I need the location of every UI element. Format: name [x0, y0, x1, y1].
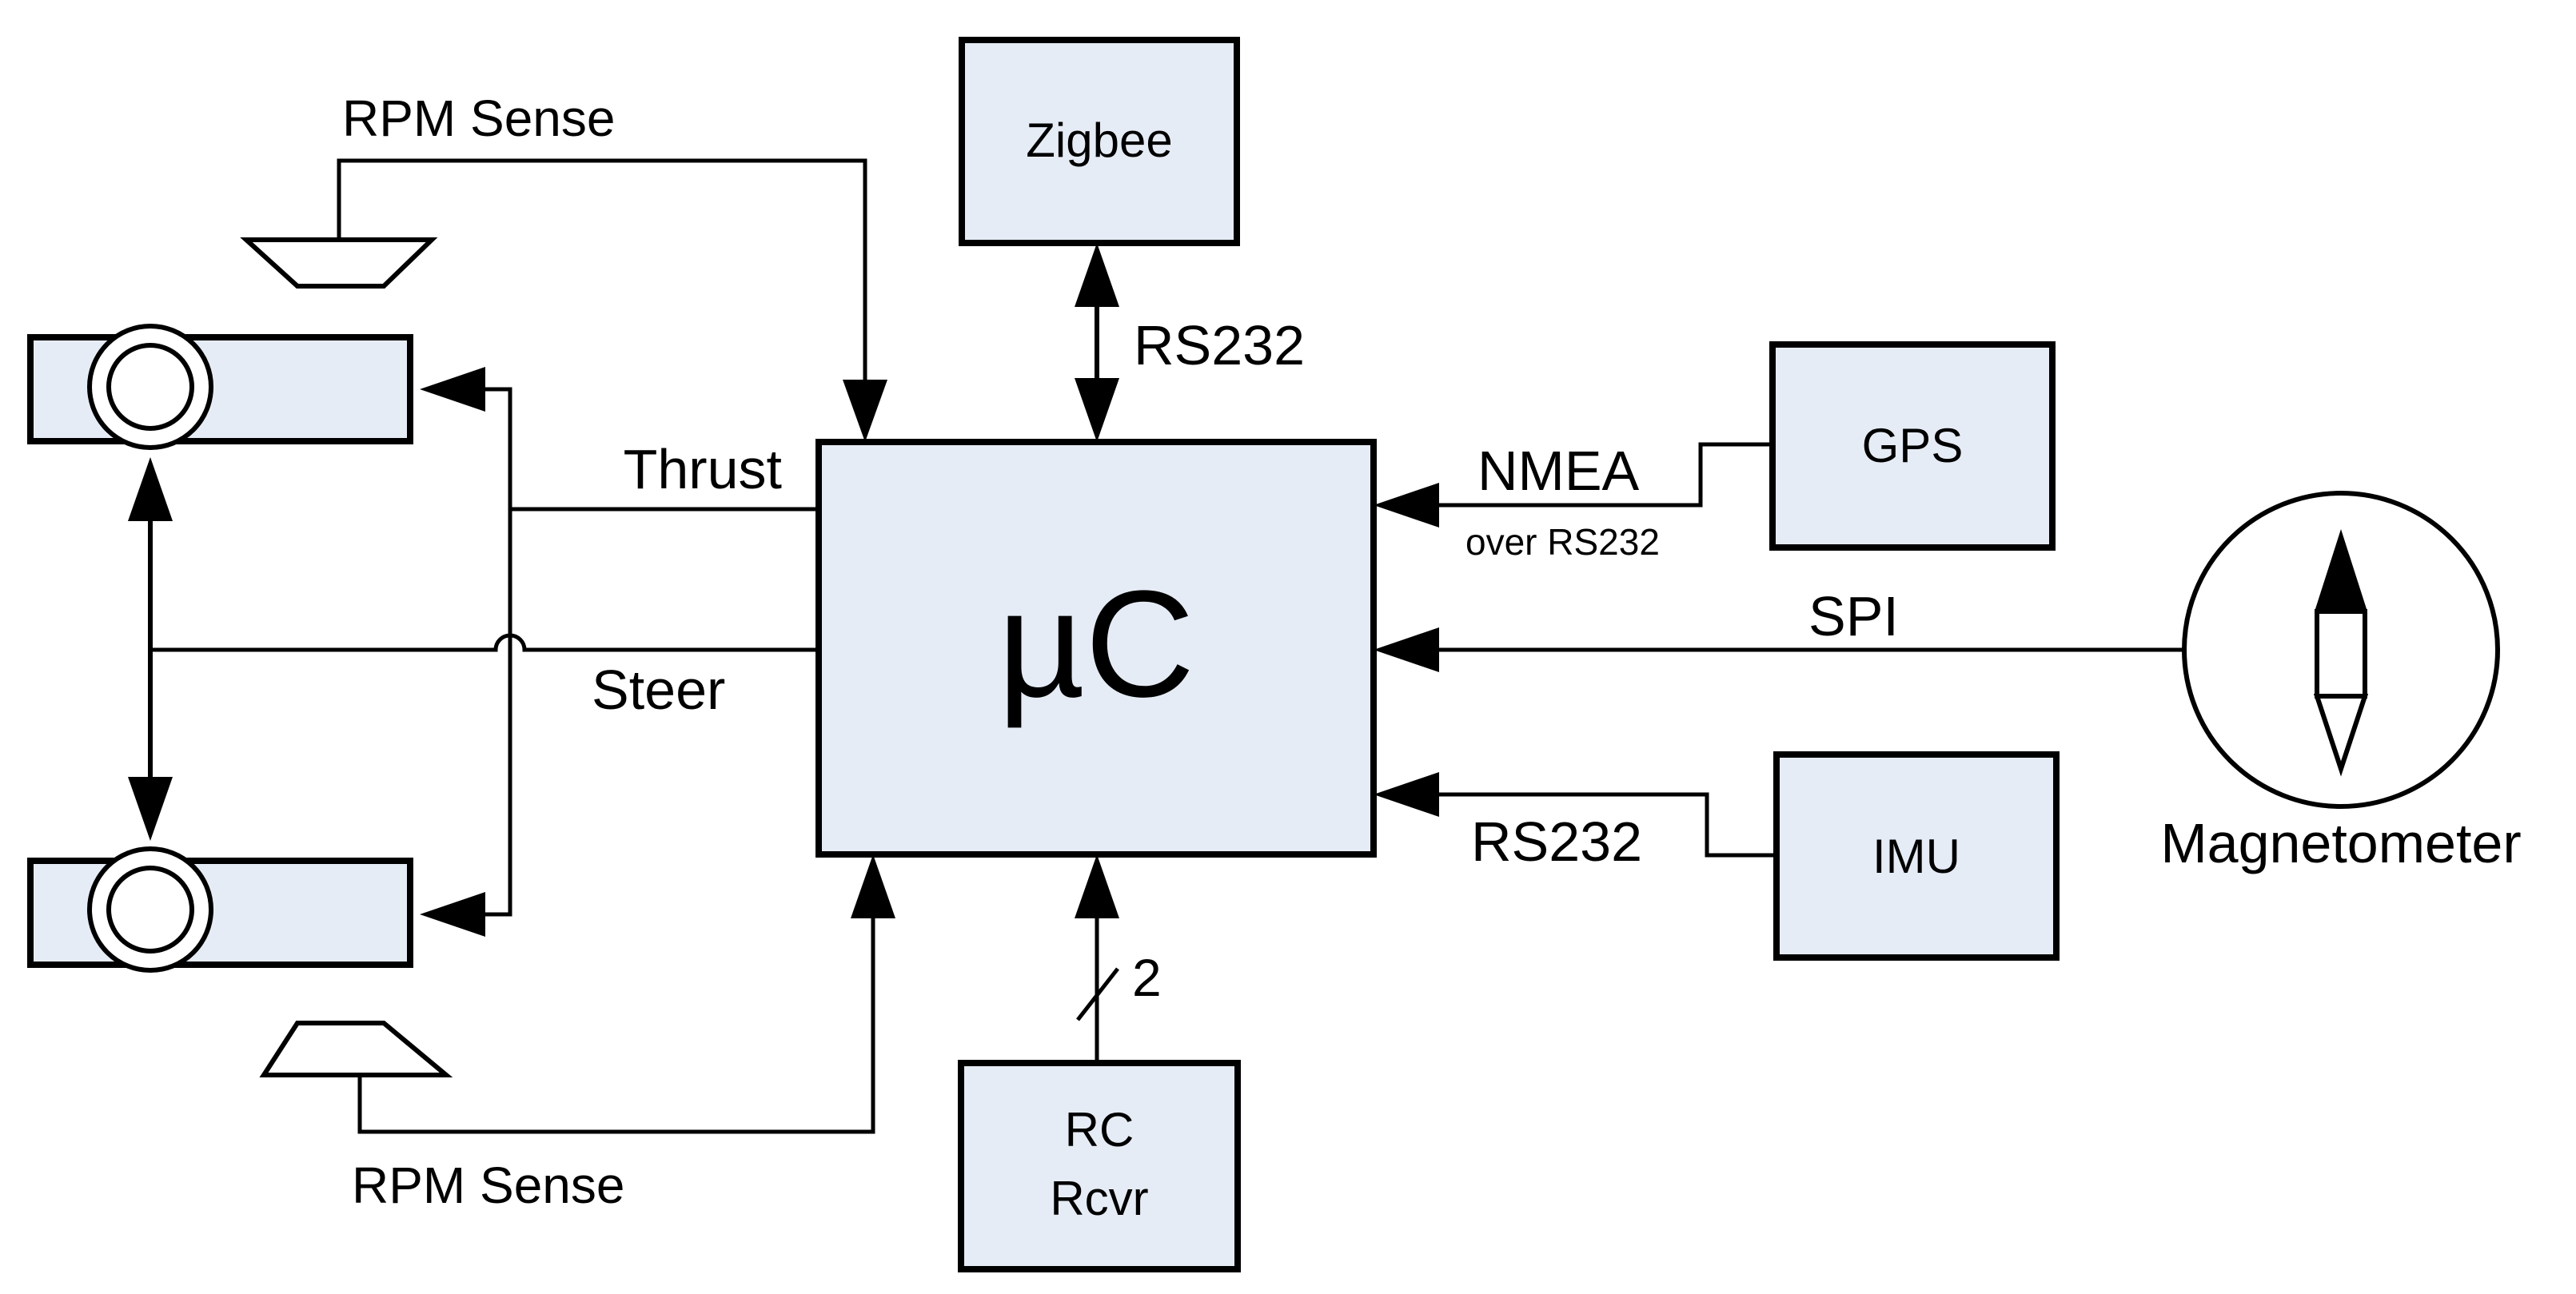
gps-link-sublabel: over RS232 [1465, 521, 1660, 563]
zigbee-block: Zigbee [959, 37, 1240, 246]
arrowhead [1374, 483, 1439, 528]
arrowhead [128, 457, 173, 521]
rpm-sense-top-wire [337, 158, 867, 394]
imu-link-wire [1425, 792, 1776, 858]
arrowhead [1374, 772, 1439, 817]
spi-label: SPI [1808, 585, 1899, 647]
rc-receiver-label-line2: Rcvr [1050, 1172, 1148, 1225]
compass-needle-south [2313, 694, 2369, 777]
arrowhead [128, 777, 173, 841]
rc-receiver-block: RC Rcvr [958, 1060, 1241, 1272]
motor-icon [27, 324, 413, 450]
imu-label: IMU [1872, 830, 1960, 883]
compass-icon [2182, 491, 2500, 809]
arrowhead [420, 892, 485, 937]
arrowhead [1075, 854, 1119, 918]
imu-block: IMU [1773, 751, 2060, 961]
rpm-sensor-icon [240, 237, 438, 289]
arrowhead [1075, 243, 1119, 307]
arrowhead [420, 367, 485, 412]
arrowhead [843, 380, 887, 442]
steer-label: Steer [592, 659, 725, 721]
steer-wire [150, 633, 819, 652]
compass-needle-body [2315, 609, 2367, 699]
bus-width-label: 2 [1132, 948, 1162, 1007]
gps-block: GPS [1769, 341, 2056, 551]
imu-link-label: RS232 [1471, 810, 1642, 873]
microcontroller-block: µC [815, 439, 1377, 858]
motor-icon [27, 846, 413, 973]
gps-link-wire [1425, 442, 1772, 508]
gps-label: GPS [1862, 419, 1964, 472]
zigbee-label: Zigbee [1026, 113, 1172, 167]
arrowhead [1075, 378, 1119, 442]
microcontroller-label: µC [998, 559, 1195, 729]
gps-link-label: NMEA [1477, 440, 1640, 502]
zigbee-link-label: RS232 [1134, 314, 1305, 376]
bus-width-slash [1076, 967, 1119, 1021]
arrowhead [851, 854, 895, 918]
compass-needle-north [2315, 529, 2367, 611]
arrowhead [1374, 627, 1439, 672]
rpm-sensor-icon [259, 1021, 453, 1077]
thrust-label: Thrust [624, 438, 782, 500]
rpm-sense-top-label: RPM Sense [342, 90, 615, 147]
magnetometer-label: Magnetometer [2160, 812, 2521, 874]
thrust-bus-wire [481, 387, 512, 917]
rc-receiver-label-line1: RC [1065, 1103, 1134, 1157]
rpm-sense-bottom-label: RPM Sense [352, 1157, 624, 1214]
rpm-sense-bottom-wire [357, 904, 875, 1134]
